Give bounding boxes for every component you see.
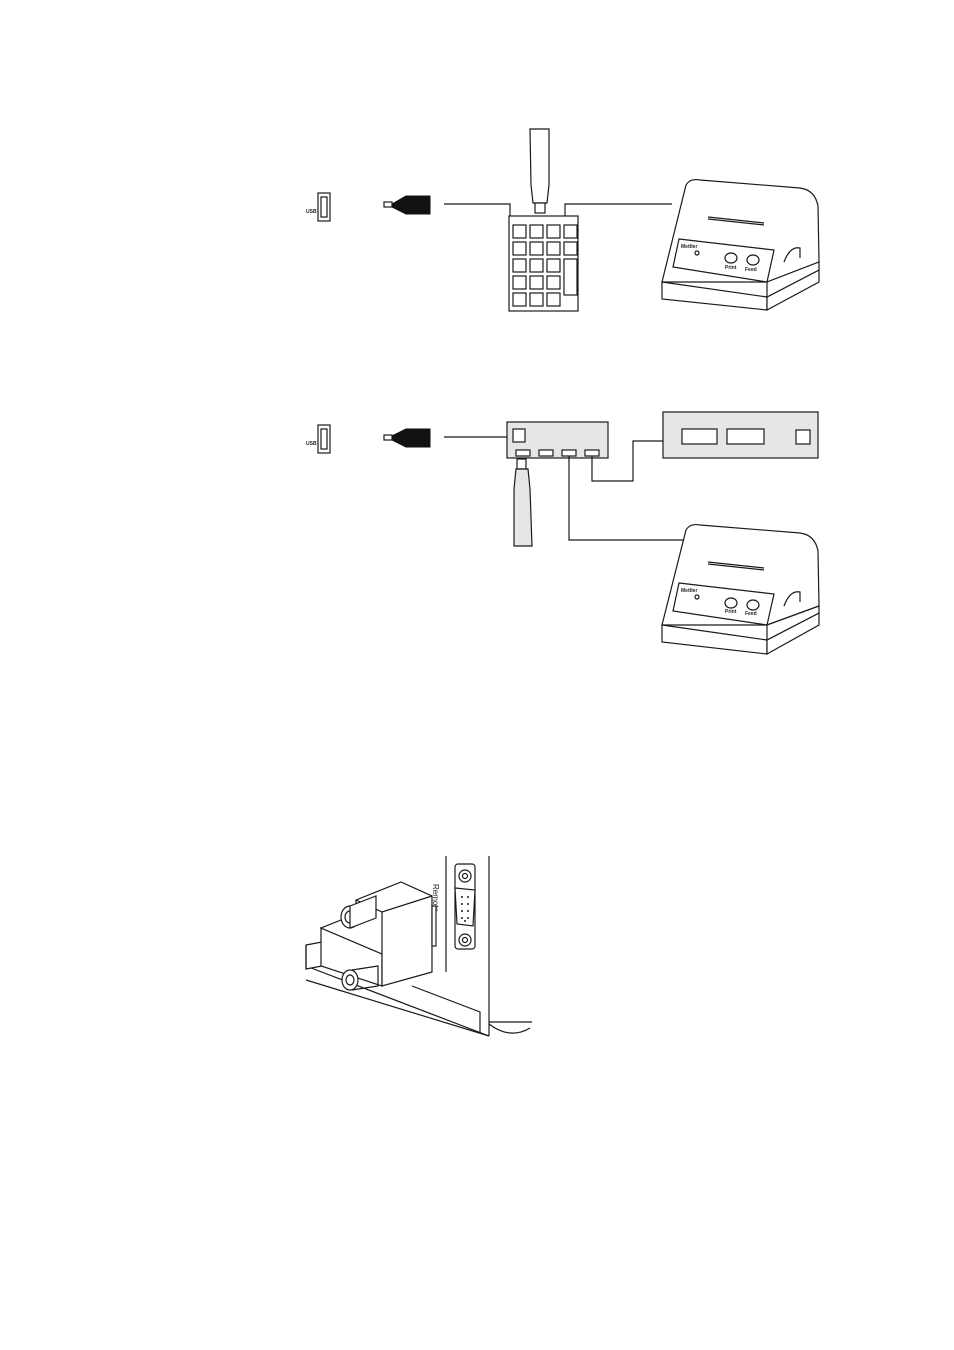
keypad-key [530, 293, 543, 306]
port-pin [467, 896, 469, 898]
keypad-key [547, 276, 560, 289]
keypad-key [547, 259, 560, 272]
usb-port-2: USB [306, 425, 330, 453]
remote-port: Remote [431, 864, 475, 949]
keypad-key [513, 259, 526, 272]
printer-1-print-label: Print [725, 265, 737, 271]
port-pin [467, 917, 469, 919]
port-pin [467, 903, 469, 905]
barcode-scanner-1 [530, 129, 549, 213]
keypad-key [547, 225, 560, 238]
keypad-key [547, 242, 560, 255]
keypad-key [530, 276, 543, 289]
port-pin [464, 920, 466, 922]
printer-1: Mettler Print Feed [662, 180, 819, 310]
usb-plug-1 [384, 196, 430, 214]
serial-cable [306, 942, 322, 969]
keypad-key [530, 242, 543, 255]
printer-2-print-label: Print [725, 609, 737, 615]
cable-hub-to-printer [569, 456, 702, 540]
keypad-key [564, 242, 577, 255]
keypad-key [530, 259, 543, 272]
usb-hub [507, 422, 608, 458]
printer-1-brand: Mettler [681, 244, 697, 250]
terminal-unit [663, 412, 818, 458]
keypad-key [530, 225, 543, 238]
barcode-scanner-2 [514, 459, 532, 546]
keypad-key [513, 242, 526, 255]
port-pin [467, 910, 469, 912]
keypad-key [513, 276, 526, 289]
diagram-keypad-setup: USB [306, 129, 819, 311]
keypad-key [564, 259, 577, 295]
dsub-connector [321, 882, 436, 990]
cable-plug-to-keypad [444, 204, 510, 216]
usb-label-2: USB [306, 441, 317, 447]
usb-label-1: USB [306, 209, 317, 215]
usb-plug-2 [384, 429, 430, 447]
keypad-key [564, 225, 577, 238]
printer-2-feed-label: Feed [745, 611, 757, 617]
printer-2-brand: Mettler [681, 588, 697, 594]
diagram-hub-setup: USB [306, 412, 819, 654]
port-pin [461, 896, 463, 898]
keypad-key [513, 293, 526, 306]
port-pin [461, 917, 463, 919]
printer-2: Mettler Print Feed [662, 525, 819, 654]
port-pin [461, 910, 463, 912]
port-pin [461, 903, 463, 905]
usb-port-1: USB [306, 193, 330, 221]
numeric-keypad [509, 216, 578, 311]
diagram-remote-connector: Remote [306, 856, 532, 1036]
keypad-key [513, 225, 526, 238]
printer-1-feed-label: Feed [745, 267, 757, 273]
keypad-key [547, 293, 560, 306]
cable-keypad-to-printer [565, 204, 672, 216]
